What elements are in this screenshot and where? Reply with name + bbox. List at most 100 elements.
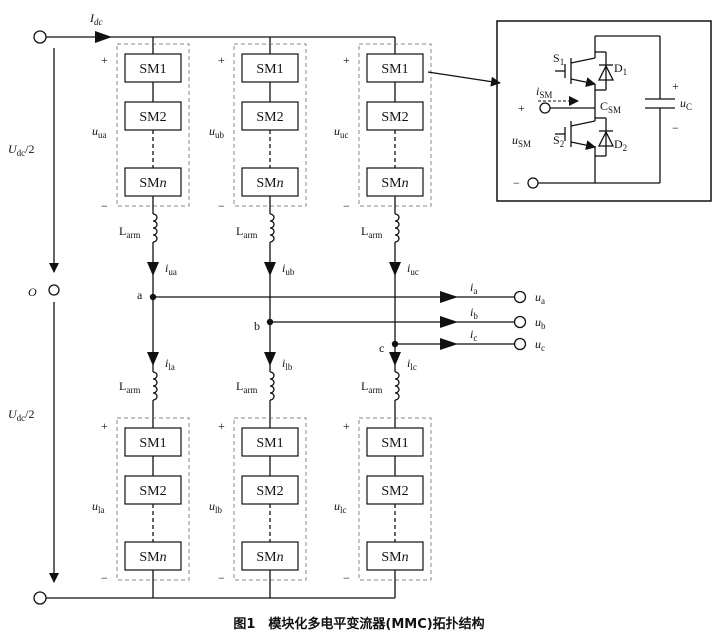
detail-pointer-arrow (427, 71, 501, 87)
phase-b-node-label: b (254, 319, 260, 333)
diode-d2-symbol (595, 117, 615, 157)
phase-c-output-voltage-label: uc (535, 337, 545, 353)
phase-a-lower-inductor-label: Larm (119, 379, 140, 395)
phase-c-lower-arm-voltage: ulc (334, 499, 347, 515)
phase-a-lower-smn-label: SMn (139, 550, 166, 565)
phase-b-upper-inductor (269, 213, 275, 243)
phase-b-lower-sm2-module (241, 475, 299, 505)
phase-a-lower-arm-plus: + (101, 419, 108, 433)
phase-b-lower-sm1-module (241, 427, 299, 457)
dc-midpoint-terminal (48, 284, 60, 296)
dc-current-arrow (95, 31, 112, 43)
phase-c-upper-sm1-module (366, 53, 424, 83)
phase-b-upper-sm2-module (241, 101, 299, 131)
phase-b-lower-smn-label: SMn (256, 550, 283, 565)
phase-c-lower-arm-current: ilc (407, 356, 417, 372)
phase-a-lower-sm2-label: SM2 (139, 484, 166, 499)
phase-b-output-current-arrow (440, 316, 458, 328)
phase-a-upper-sm2-module (124, 101, 182, 131)
phase-c-upper-inductor-label: Larm (361, 224, 382, 240)
phase-a-upper-inductor-label: Larm (119, 224, 140, 240)
sm-current-label: iSM (536, 84, 552, 100)
sm-voltage-label: uSM (512, 133, 531, 149)
phase-b-upper-arm-minus: − (218, 199, 225, 213)
phase-b-upper-sm1-label: SM1 (256, 62, 283, 77)
dc-current-label: Idc (89, 11, 103, 27)
phase-c-upper-inductor (394, 213, 400, 243)
phase-a-upper-inductor (152, 213, 158, 243)
phase-a-upper-arm-plus: + (101, 53, 108, 67)
sm-voltage-minus: − (513, 176, 520, 190)
dc-negative-terminal (33, 591, 47, 605)
phase-b-upper-arm-voltage: uub (209, 124, 225, 140)
phase-b-lower-arm-minus: − (218, 571, 225, 585)
phase-c-upper-arm-plus: + (343, 53, 350, 67)
phase-a-upper-arm-minus: − (101, 199, 108, 213)
phase-b-output-terminal (513, 315, 527, 329)
phase-c-upper-smn-module (366, 167, 424, 197)
cap-voltage-label: uC (680, 96, 692, 112)
phase-c-lower-sm2-module (366, 475, 424, 505)
phase-b-lower-inductor (269, 371, 275, 401)
phase-a-upper-sm1-module (124, 53, 182, 83)
phase-c-upper-sm2-label: SM2 (381, 110, 408, 125)
phase-a-upper-current-arrow (147, 262, 159, 276)
capacitor-label: CSM (600, 99, 621, 115)
phase-c-lower-smn-label: SMn (381, 550, 408, 565)
phase-a-lower-sm1-module (124, 427, 182, 457)
phase-c-output-current-arrow (440, 338, 458, 350)
phase-b-lower-arm-plus: + (218, 419, 225, 433)
phase-b-lower-sm1-label: SM1 (256, 436, 283, 451)
phase-a-upper-arm-voltage: uua (92, 124, 107, 140)
phase-c-upper-arm-current: iuc (407, 261, 419, 277)
phase-a-lower-arm-minus: − (101, 571, 108, 585)
phase-c-upper-smn-label: SMn (381, 176, 408, 191)
diode-d2-label: D2 (614, 137, 627, 153)
phase-c-lower-sm2-label: SM2 (381, 484, 408, 499)
phase-a-lower-inductor (152, 371, 158, 401)
lower-half-voltage-label: Udc/2 (8, 407, 35, 423)
phase-c-upper-sm1-label: SM1 (381, 62, 408, 77)
phase-b-lower-arm-voltage: ulb (209, 499, 223, 515)
phase-b-lower-sm2-label: SM2 (256, 484, 283, 499)
phase-a-lower-arm-voltage: ula (92, 499, 105, 515)
phase-a-output-terminal (513, 290, 527, 304)
submodule-detail: + − uC CSM S1 D1 S2 (496, 20, 712, 202)
phase-b-upper-arm-current: iub (282, 261, 295, 277)
phase-c-lower-inductor (394, 371, 400, 401)
phase-a-upper-sm2-label: SM2 (139, 110, 166, 125)
phase-a-node-label: a (137, 288, 143, 302)
phase-b-output-voltage-label: ub (535, 315, 546, 331)
igbt-s1-symbol (555, 57, 596, 88)
phase-b-upper-arm-plus: + (218, 53, 225, 67)
cap-voltage-plus: + (672, 79, 679, 93)
phase-c-lower-sm1-module (366, 427, 424, 457)
phase-a-output-voltage-label: ua (535, 290, 545, 306)
phase-b-upper-sm2-label: SM2 (256, 110, 283, 125)
dc-positive-terminal (33, 30, 47, 44)
upper-half-voltage-label: Udc/2 (8, 142, 35, 158)
phase-b-upper-inductor-label: Larm (236, 224, 257, 240)
sm-voltage-plus: + (518, 101, 525, 115)
phase-b-output-current-label: ib (470, 305, 478, 321)
phase-a-output-current-label: ia (470, 280, 477, 296)
phase-c-upper-arm-minus: − (343, 199, 350, 213)
diode-d1-symbol (595, 51, 615, 91)
phase-c-lower-sm1-label: SM1 (381, 436, 408, 451)
phase-b-upper-sm1-module (241, 53, 299, 83)
phase-b-upper-smn-label: SMn (256, 176, 283, 191)
phase-a-upper-arm-current: iua (165, 261, 177, 277)
diode-d1-label: D1 (614, 61, 627, 77)
phase-a-lower-sm2-module (124, 475, 182, 505)
phase-c-node-label: c (379, 341, 384, 355)
phase-c-upper-sm2-module (366, 101, 424, 131)
phase-a-output-current-arrow (440, 291, 458, 303)
figure-caption: 图1 模块化多电平变流器(MMC)拓扑结构 (233, 616, 484, 632)
phase-a-lower-sm1-label: SM1 (139, 436, 166, 451)
phase-b-lower-inductor-label: Larm (236, 379, 257, 395)
phase-b-upper-current-arrow (264, 262, 276, 276)
phase-c-upper-current-arrow (389, 262, 401, 276)
cap-voltage-minus: − (672, 121, 679, 135)
